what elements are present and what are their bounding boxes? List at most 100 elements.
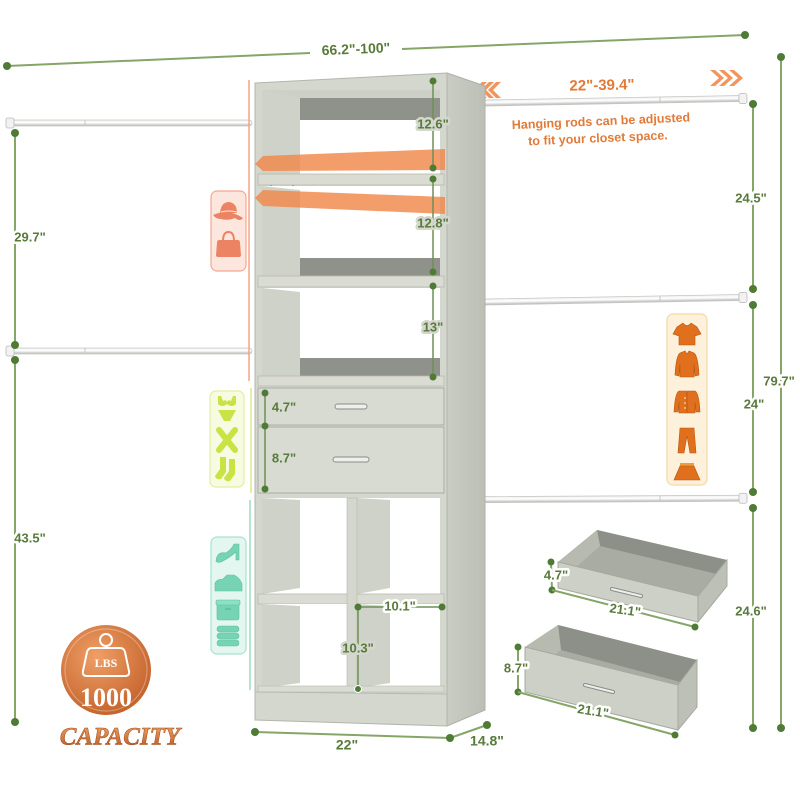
cubby-dimensions: 10.1" 10.3" [340, 596, 446, 693]
cubby-width-label: 10.1" [384, 598, 415, 613]
drawer-handle [332, 456, 370, 463]
shirt-icon [674, 350, 700, 378]
shelf-1-height-label: 12.6" [417, 116, 448, 131]
shelf-height-dimensions: 12.6" 12.8" 13" [415, 77, 451, 381]
dimension-endpoint [11, 341, 19, 349]
dimension-endpoint [11, 356, 19, 364]
drawer-small [257, 387, 445, 426]
tower-width-label: 22" [336, 737, 358, 753]
rod-extension-range: 22"-39.4" [569, 76, 634, 94]
scarf-icon [216, 427, 238, 453]
storage-box-icon [215, 599, 241, 621]
drawer-small-detail-height-label: 4.7" [544, 567, 568, 582]
chevron-right-icon [710, 70, 724, 86]
cubby-height-label: 10.3" [342, 640, 373, 655]
closet-tower: 12.6" 12.8" 13" 4.7" 8.7" 10.1" [254, 72, 486, 727]
right-bottom-height-label: 24.6" [735, 603, 766, 618]
folded-clothes-icon [216, 625, 240, 647]
handbag-icon [216, 230, 241, 257]
chevron-right-icon [729, 70, 743, 86]
chevron-right-icon [719, 70, 733, 86]
right-top-height-label: 24.5" [735, 190, 766, 205]
dimension-endpoint [11, 129, 19, 137]
left-upper-height-label: 29.7" [14, 229, 45, 244]
left-lower-height-label: 43.5" [14, 530, 45, 545]
hanging-rod-left-top [5, 117, 253, 129]
rod-end-cap [5, 117, 15, 129]
dimension-endpoint [749, 488, 757, 496]
drawer-large-height-label: 8.7" [272, 450, 296, 465]
shelf-1 [257, 173, 445, 186]
dimension-line [6, 52, 311, 67]
capacity-label: CAPACITY [60, 724, 183, 751]
hat-icon [213, 202, 243, 220]
tower-depth-label: 14.8" [470, 733, 504, 749]
rod-end-cap [738, 93, 748, 104]
tower-footprint-dimensions: 22" 14.8" [251, 721, 506, 755]
bra-icon [218, 396, 236, 406]
shelf-3 [257, 375, 445, 387]
drawer-handle [334, 403, 368, 410]
shoe-icon [214, 574, 243, 592]
high-heel-icon [215, 543, 240, 563]
hanging-rod-right-middle [456, 292, 748, 308]
adjustable-shelf-arrow [255, 149, 445, 171]
dimension-endpoint [749, 724, 757, 732]
capacity-unit: LBS [95, 656, 118, 670]
drawer-detail-large: 8.7" 21.1" [501, 625, 698, 739]
right-middle-height-label: 24" [744, 396, 765, 411]
lower-open-compartment [262, 288, 440, 376]
dimension-endpoint [777, 53, 785, 61]
drawer-large-detail-height-label: 8.7" [504, 660, 528, 675]
overall-width-dimension: 66.2"-100" [3, 31, 749, 70]
tshirt-icon [672, 322, 702, 346]
dimension-endpoint [749, 285, 757, 293]
pants-icon [677, 427, 697, 454]
skirt-icon [673, 463, 701, 481]
dimension-endpoint [749, 504, 757, 512]
hanging-rod-right-bottom [456, 492, 748, 505]
rod-end-cap [738, 292, 748, 303]
drawer-height-dimensions: 4.7" 8.7" [261, 389, 296, 493]
rod-note-line2: to fit your closet space. [528, 128, 668, 148]
dimension-line [401, 34, 746, 50]
hanging-rod-left-middle [5, 345, 253, 357]
adjustable-shelf-arrow [255, 190, 445, 214]
shelf-3-height-label: 13" [423, 319, 444, 334]
rod-extend-arrows [710, 70, 743, 86]
chevron-left-icon [488, 82, 501, 98]
underwear-icon-group [209, 390, 245, 488]
tower-side-panel [446, 72, 486, 727]
shelf-2 [257, 275, 445, 288]
left-height-dimensions: 29.7" 43.5" [11, 129, 48, 726]
accessories-icon-group [210, 190, 247, 272]
drawer-small-detail-width-label: 21.1" [609, 600, 642, 619]
jacket-icon [673, 390, 701, 414]
tower-plinth-edge [254, 691, 448, 695]
socks-icon [215, 457, 235, 482]
dimension-endpoint [749, 301, 757, 309]
shelf-2-height-label: 12.8" [417, 215, 448, 230]
right-height-dimensions: 79.7" 24.5" 24" 24.6" [733, 53, 797, 732]
cubby-grid [257, 497, 445, 693]
rod-end-cap [5, 345, 15, 357]
cubby-divider [346, 497, 358, 689]
shoes-icon-group [210, 536, 247, 655]
weight-icon [81, 633, 131, 677]
panties-icon [218, 410, 236, 421]
dimension-endpoint [3, 62, 11, 70]
overall-width-label: 66.2"-100" [321, 39, 390, 58]
hanging-rod-right-top [454, 93, 748, 109]
drawer-detail-small: 4.7" 21.1" [541, 530, 728, 631]
drawer-small-height-label: 4.7" [272, 399, 296, 414]
dimension-endpoint [11, 718, 19, 726]
hanging-clothes-icon-group [666, 313, 708, 486]
total-height-label: 79.7" [763, 373, 794, 388]
rod-end-cap [738, 492, 748, 504]
dimension-endpoint [777, 724, 785, 732]
capacity-value: 1000 [80, 683, 132, 712]
drawer-large [257, 426, 445, 494]
dimension-endpoint [741, 31, 749, 39]
capacity-badge: LBS 1000 [61, 625, 151, 715]
